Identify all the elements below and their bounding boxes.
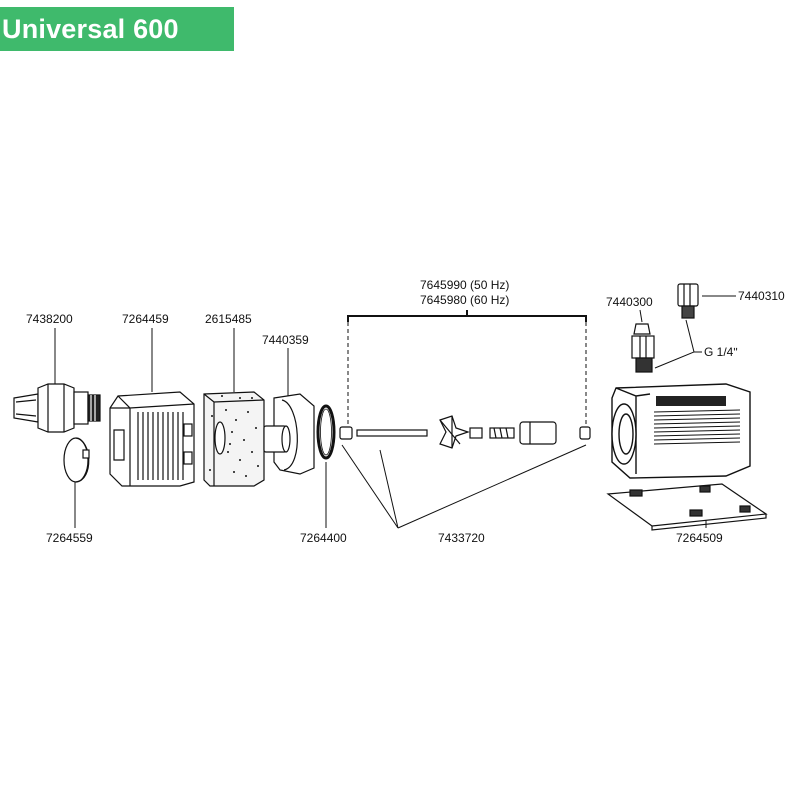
cap-part: [63, 437, 90, 483]
pump-ribs: [653, 409, 741, 445]
o-ring-part: [316, 404, 336, 460]
outlet-nozzle-part: [631, 323, 655, 373]
label-7264559: 7264559: [46, 531, 93, 545]
page-title: Universal 600: [2, 14, 179, 44]
label-thread-size: G 1/4ʺ: [704, 345, 738, 359]
filter-cage-part: [109, 391, 195, 487]
cap-screw-part: [677, 283, 699, 319]
label-7645990-50hz: 7645990 (50 Hz): [420, 278, 509, 292]
label-2615485: 2615485: [205, 312, 252, 326]
leader-lines: [54, 295, 736, 529]
rotor-parts: [339, 415, 591, 449]
intake-cover-part: [263, 393, 315, 475]
title-banner: Universal 600: [0, 7, 234, 51]
base-plate-part: [606, 483, 768, 531]
label-7264459: 7264459: [122, 312, 169, 326]
label-7440310: 7440310: [738, 289, 785, 303]
label-7438200: 7438200: [26, 312, 73, 326]
label-7264400: 7264400: [300, 531, 347, 545]
label-7440359: 7440359: [262, 333, 309, 347]
label-7645980-60hz: 7645980 (60 Hz): [420, 293, 509, 307]
pump-body: [611, 383, 751, 479]
cage-slots: [137, 412, 184, 480]
rotor-assembly-bracket: [347, 310, 587, 432]
foam-texture: [209, 395, 259, 477]
foam-sponge-part: [203, 391, 265, 487]
label-7440300: 7440300: [606, 295, 653, 309]
label-7433720: 7433720: [438, 531, 485, 545]
label-7264509: 7264509: [676, 531, 723, 545]
hose-nozzle-part: [13, 383, 101, 433]
impeller: [439, 415, 470, 449]
